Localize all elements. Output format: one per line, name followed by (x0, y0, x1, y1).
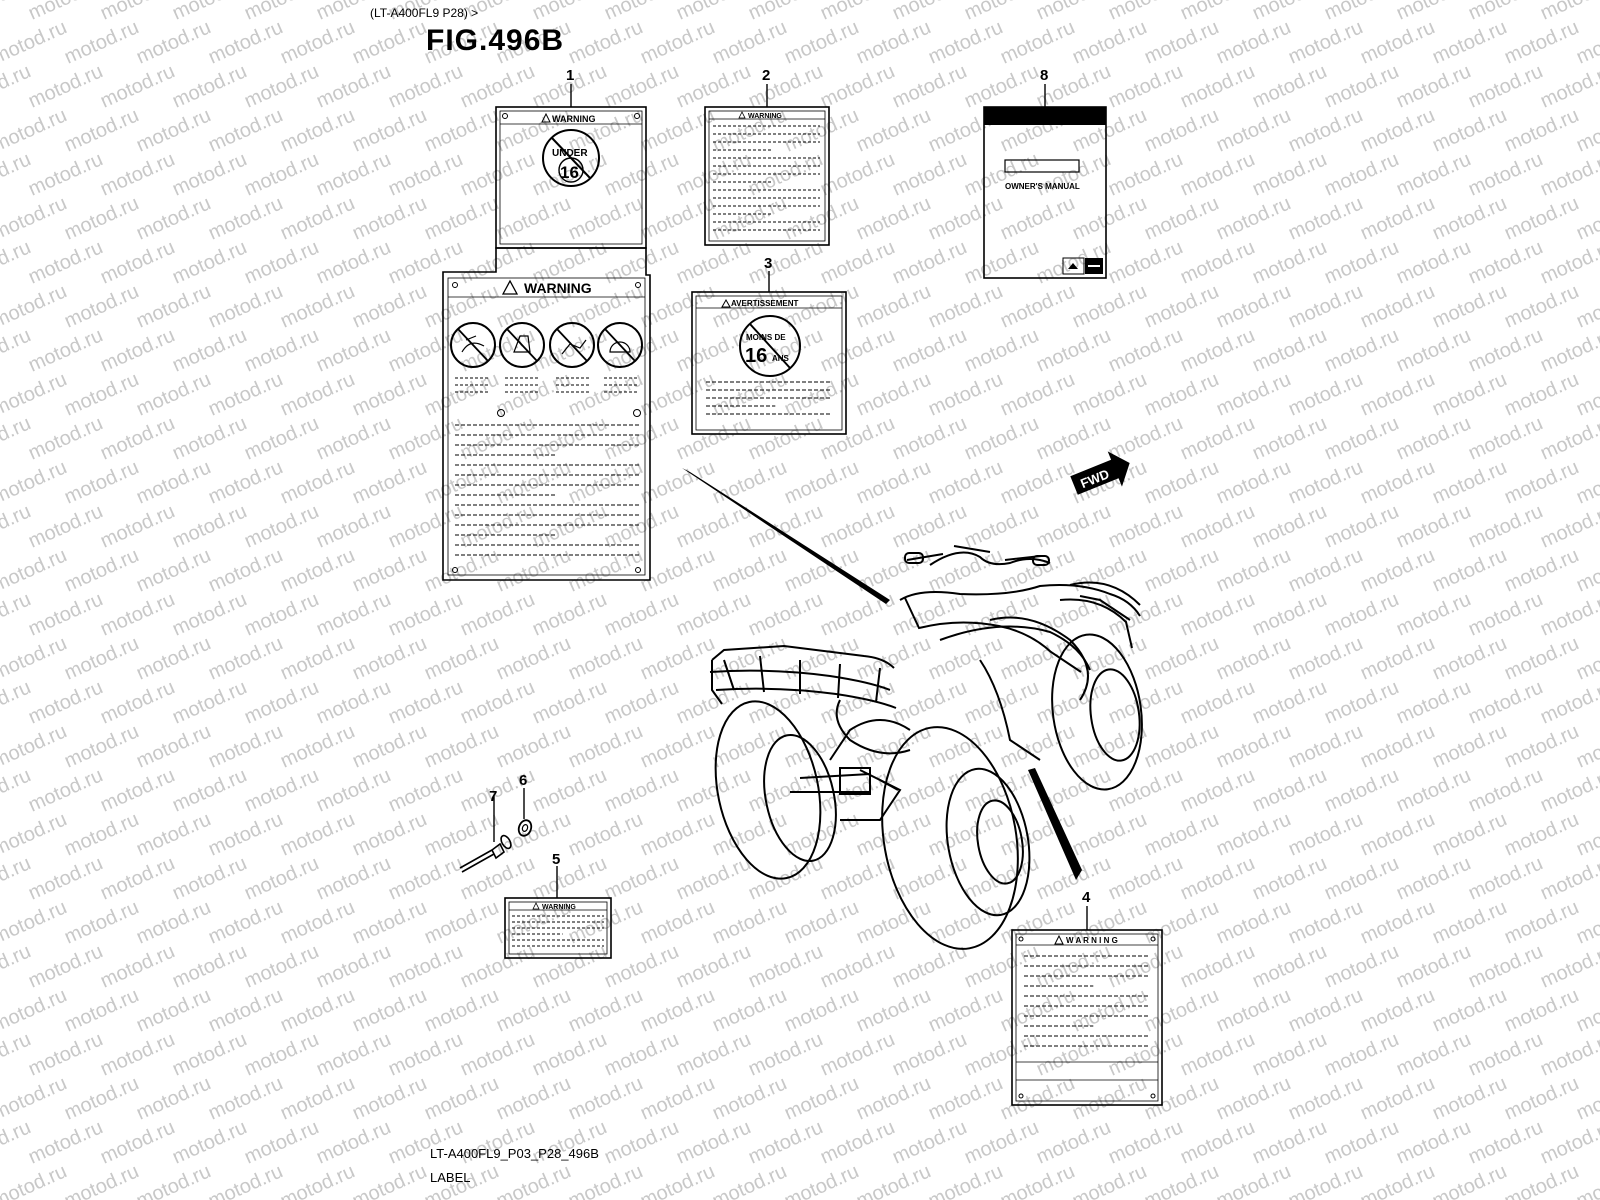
callout-4: 4 (1082, 889, 1091, 906)
label-1-text-lines (455, 377, 640, 556)
figure-caption: LABEL (430, 1170, 471, 1185)
label-1-under16-warning[interactable]: WARNING UNDER 16 (495, 106, 647, 249)
callout-3: 3 (764, 255, 772, 272)
label-2-text-lines (713, 125, 820, 231)
label-3-avertissement[interactable]: AVERTISSEMENT MOINS DE 16 ANS (691, 291, 847, 435)
leader-wedge-label-1 (682, 468, 890, 604)
part-8-owners-manual[interactable]: OWNER'S MANUAL (983, 106, 1107, 279)
owners-manual-title: OWNER'S MANUAL (1005, 182, 1080, 191)
label-1-warning-title: WARNING (552, 114, 596, 124)
label-4-warning[interactable]: W A R N I N G (1011, 929, 1163, 1106)
part-7-rivet[interactable] (459, 834, 513, 873)
fwd-direction-arrow: FWD (1070, 451, 1130, 495)
label-4-warning-title: W A R N I N G (1066, 936, 1118, 945)
moins-de-text: MOINS DE (746, 333, 786, 342)
callout-1: 1 (566, 67, 574, 84)
label-5-text-lines (512, 915, 604, 947)
label-1-main-warning-panel[interactable]: WARNING (442, 247, 651, 581)
label-3-avertissement-title: AVERTISSEMENT (731, 299, 799, 308)
ans-text: ANS (772, 354, 790, 363)
callout-6: 6 (519, 772, 527, 789)
label-1-main-warning-title: WARNING (524, 280, 592, 296)
label-5-warning-title: WARNING (542, 904, 576, 911)
label-5-warning[interactable]: WARNING (504, 897, 612, 959)
model-reference[interactable]: (LT-A400FL9 P28) > (370, 6, 479, 20)
figure-title: FIG.496B (426, 24, 565, 57)
callout-leaders (493, 84, 1088, 930)
callout-2: 2 (762, 67, 770, 84)
label-2-warning-title: WARNING (748, 113, 782, 120)
label-4-text-lines (1024, 955, 1150, 1047)
part-6-washer[interactable] (517, 818, 534, 837)
callout-8: 8 (1040, 67, 1048, 84)
callout-7: 7 (489, 788, 497, 805)
label-3-text-lines (706, 381, 832, 415)
callout-5: 5 (552, 851, 560, 868)
label-2-warning[interactable]: WARNING (704, 106, 830, 246)
under-age-number: 16 (560, 163, 579, 182)
leader-wedge-label-4 (1028, 768, 1082, 880)
drawing-code: LT-A400FL9_P03_P28_496B (430, 1146, 599, 1161)
moins-de-age-number: 16 (745, 345, 767, 367)
